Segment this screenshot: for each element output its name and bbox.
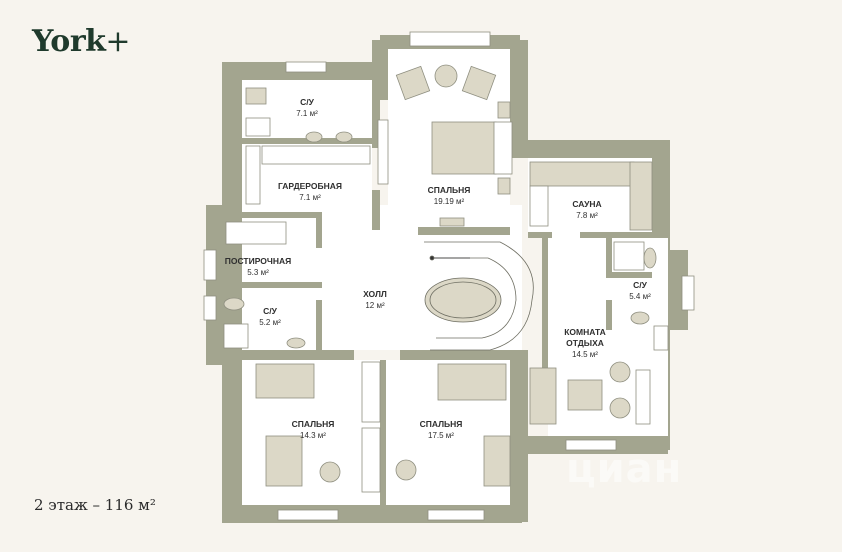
furniture xyxy=(223,64,669,493)
room-area: 7.1 м² xyxy=(299,193,321,202)
room-name: ГАРДЕРОБНАЯ xyxy=(278,181,342,191)
room-area: 5.4 м² xyxy=(629,292,651,301)
room-area: 7.1 м² xyxy=(296,109,318,118)
room-area: 12 м² xyxy=(365,301,385,310)
floor-caption: 2 этаж – 116 м² xyxy=(34,496,156,514)
staircase xyxy=(424,241,534,351)
room-area: 5.2 м² xyxy=(259,318,281,327)
room-area: 17.5 м² xyxy=(428,431,454,440)
stair-well xyxy=(424,277,502,323)
room-name: С/У xyxy=(263,306,278,316)
room-area: 14.5 м² xyxy=(572,350,598,359)
room-labels: С/У 7.1 м² ГАРДЕРОБНАЯ 7.1 м² СПАЛЬНЯ 19… xyxy=(225,97,651,440)
room-area: 5.3 м² xyxy=(247,268,269,277)
room-name: СПАЛЬНЯ xyxy=(420,419,463,429)
room-name: СПАЛЬНЯ xyxy=(428,185,471,195)
room-area: 14.3 м² xyxy=(300,431,326,440)
room-area: 7.8 м² xyxy=(576,211,598,220)
room-name: ОТДЫХА xyxy=(566,338,604,348)
room-name: КОМНАТА xyxy=(564,327,606,337)
interior-walls xyxy=(242,80,652,505)
room-name: С/У xyxy=(300,97,315,107)
watermark-text: циан xyxy=(566,446,683,492)
brand-logo: York+ xyxy=(32,24,131,59)
room-name: ХОЛЛ xyxy=(363,289,387,299)
bed-main xyxy=(431,121,497,175)
brand-plus: + xyxy=(105,24,131,59)
room-name: СПАЛЬНЯ xyxy=(292,419,335,429)
cian-logo-icon: циан xyxy=(566,446,682,492)
room-name: ПОСТИРОЧНАЯ xyxy=(225,256,291,266)
brand-name: York xyxy=(32,24,106,59)
room-name: С/У xyxy=(633,280,648,290)
windows xyxy=(203,31,695,521)
room-area: 19.19 м² xyxy=(434,197,465,206)
room-name: САУНА xyxy=(572,199,601,209)
